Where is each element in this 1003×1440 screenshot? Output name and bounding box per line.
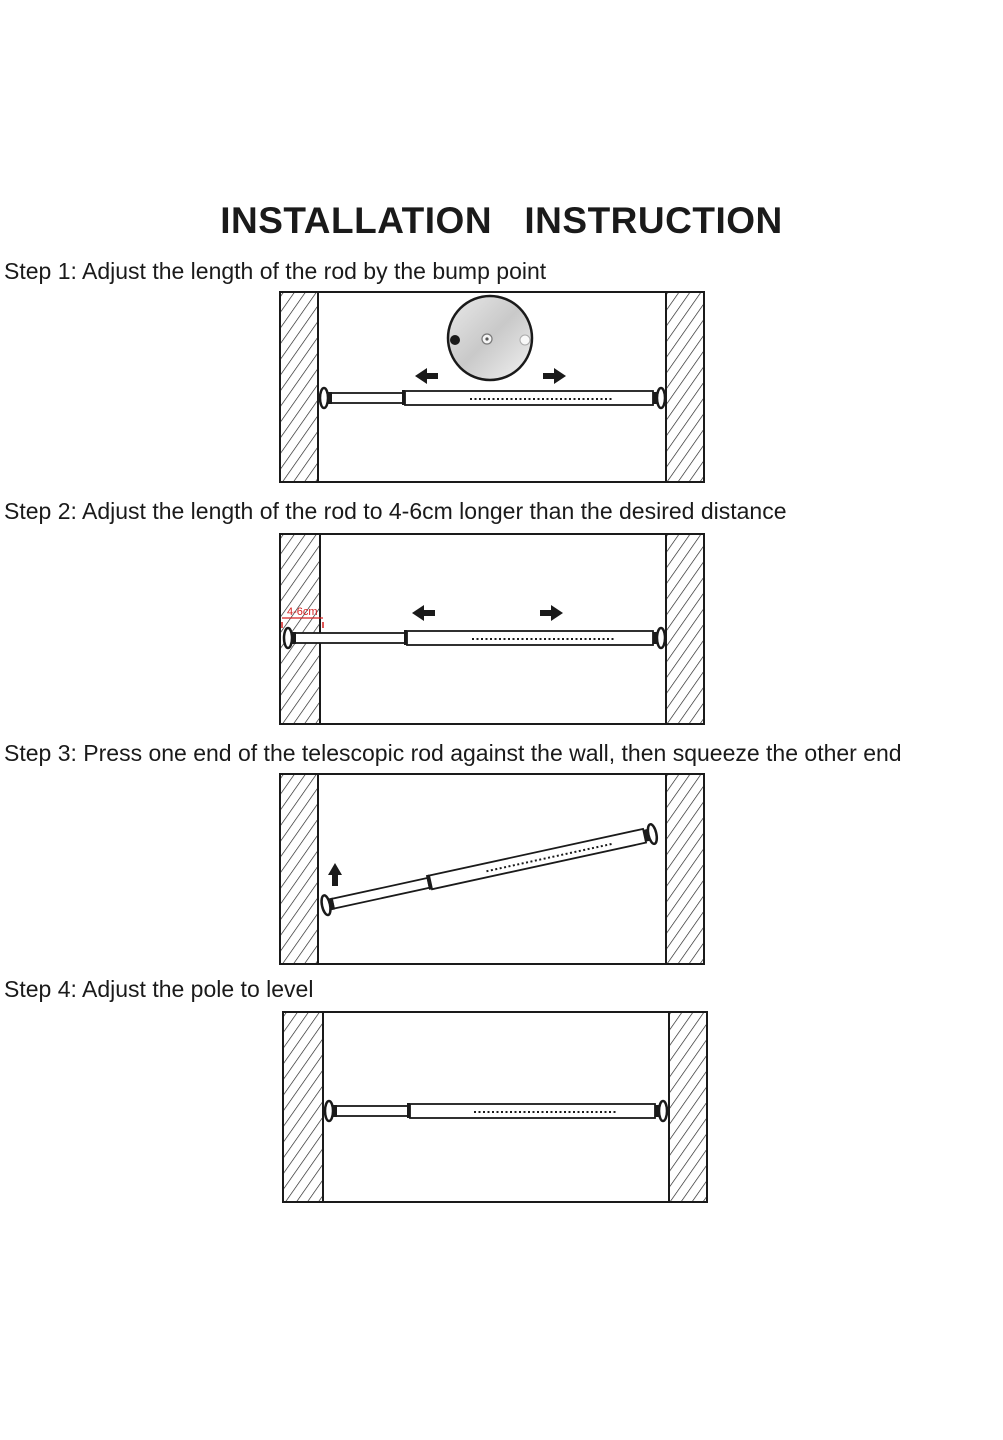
telescopic-rod <box>323 1099 669 1123</box>
overlap-annotation: 4-6cm <box>281 606 324 628</box>
arrow-up-icon <box>328 863 342 886</box>
arrow-left-icon <box>412 605 435 621</box>
arrow-right-icon <box>540 605 563 621</box>
step-2-text: Step 2: Adjust the length of the rod to … <box>4 498 787 524</box>
overlap-label: 4-6cm <box>287 606 318 618</box>
telescopic-rod <box>282 626 667 650</box>
step-3-diagram <box>279 773 705 965</box>
step-2-diagram: 4-6cm <box>279 533 705 725</box>
step-1-text: Step 1: Adjust the length of the rod by … <box>4 258 547 284</box>
step-4-text: Step 4: Adjust the pole to level <box>4 976 314 1002</box>
step-1-diagram <box>279 291 705 483</box>
step-4-diagram <box>282 1011 708 1203</box>
arrow-right-icon <box>543 368 566 384</box>
left-wall <box>279 773 319 965</box>
left-wall <box>279 291 319 483</box>
telescopic-rod <box>318 386 667 410</box>
arrow-left-icon <box>415 368 438 384</box>
right-wall <box>668 1011 708 1203</box>
left-wall <box>282 1011 324 1203</box>
telescopic-rod <box>320 823 659 917</box>
right-wall <box>665 533 705 725</box>
page-title: INSTALLATION INSTRUCTION <box>220 200 783 241</box>
right-wall <box>665 291 705 483</box>
bump-point-zoom <box>446 294 534 382</box>
right-wall <box>665 773 705 965</box>
step-3-text: Step 3: Press one end of the telescopic … <box>4 740 902 766</box>
